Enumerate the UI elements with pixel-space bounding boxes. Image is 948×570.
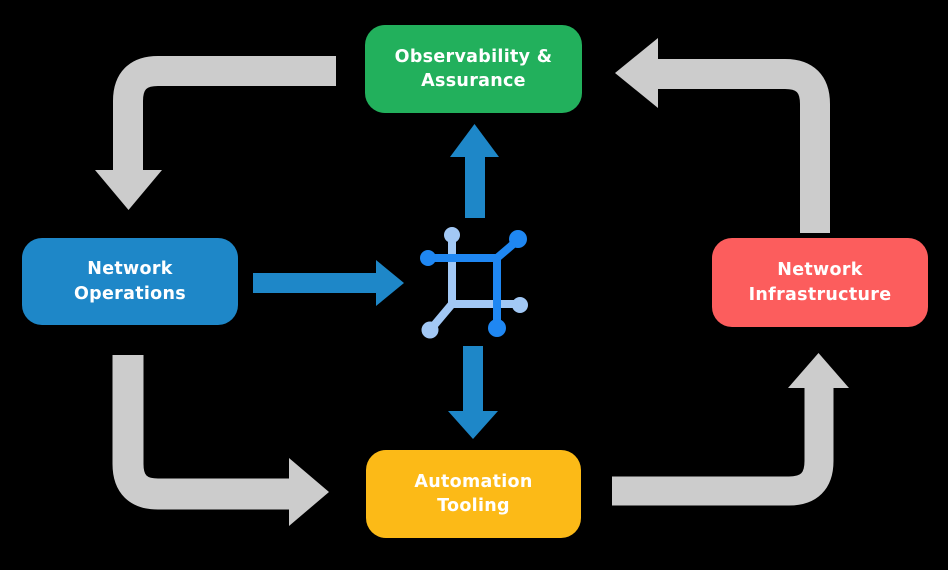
arrow-center-to-observability	[450, 124, 499, 218]
node-label-line: Assurance	[421, 71, 526, 91]
node-label-line: Network	[87, 259, 173, 279]
network-mesh-icon	[420, 227, 528, 339]
node-network-operations: Network Operations	[22, 238, 238, 325]
node-automation-tooling: Automation Tooling	[366, 450, 581, 538]
arrow-observability-to-operations	[95, 56, 336, 210]
arrow-center-to-automation	[448, 346, 498, 439]
node-label-line: Operations	[74, 283, 186, 304]
arrow-operations-to-automation	[112, 355, 329, 526]
node-label-line: Infrastructure	[748, 284, 892, 305]
node-label-line: Network	[777, 260, 863, 280]
node-label-line: Automation	[414, 471, 533, 492]
gray-cycle-arrows	[95, 38, 849, 526]
arrow-automation-to-infrastructure	[612, 353, 849, 506]
node-network-infrastructure: Network Infrastructure	[712, 238, 928, 327]
mesh-primary-strokes	[420, 230, 527, 337]
arrow-infrastructure-to-observability	[615, 38, 830, 233]
node-label-line: Observability &	[394, 46, 553, 67]
blue-arrows	[253, 124, 499, 439]
node-label-line: Tooling	[437, 496, 510, 516]
arrow-operations-to-center	[253, 260, 404, 306]
node-observability-assurance: Observability & Assurance	[365, 25, 582, 113]
